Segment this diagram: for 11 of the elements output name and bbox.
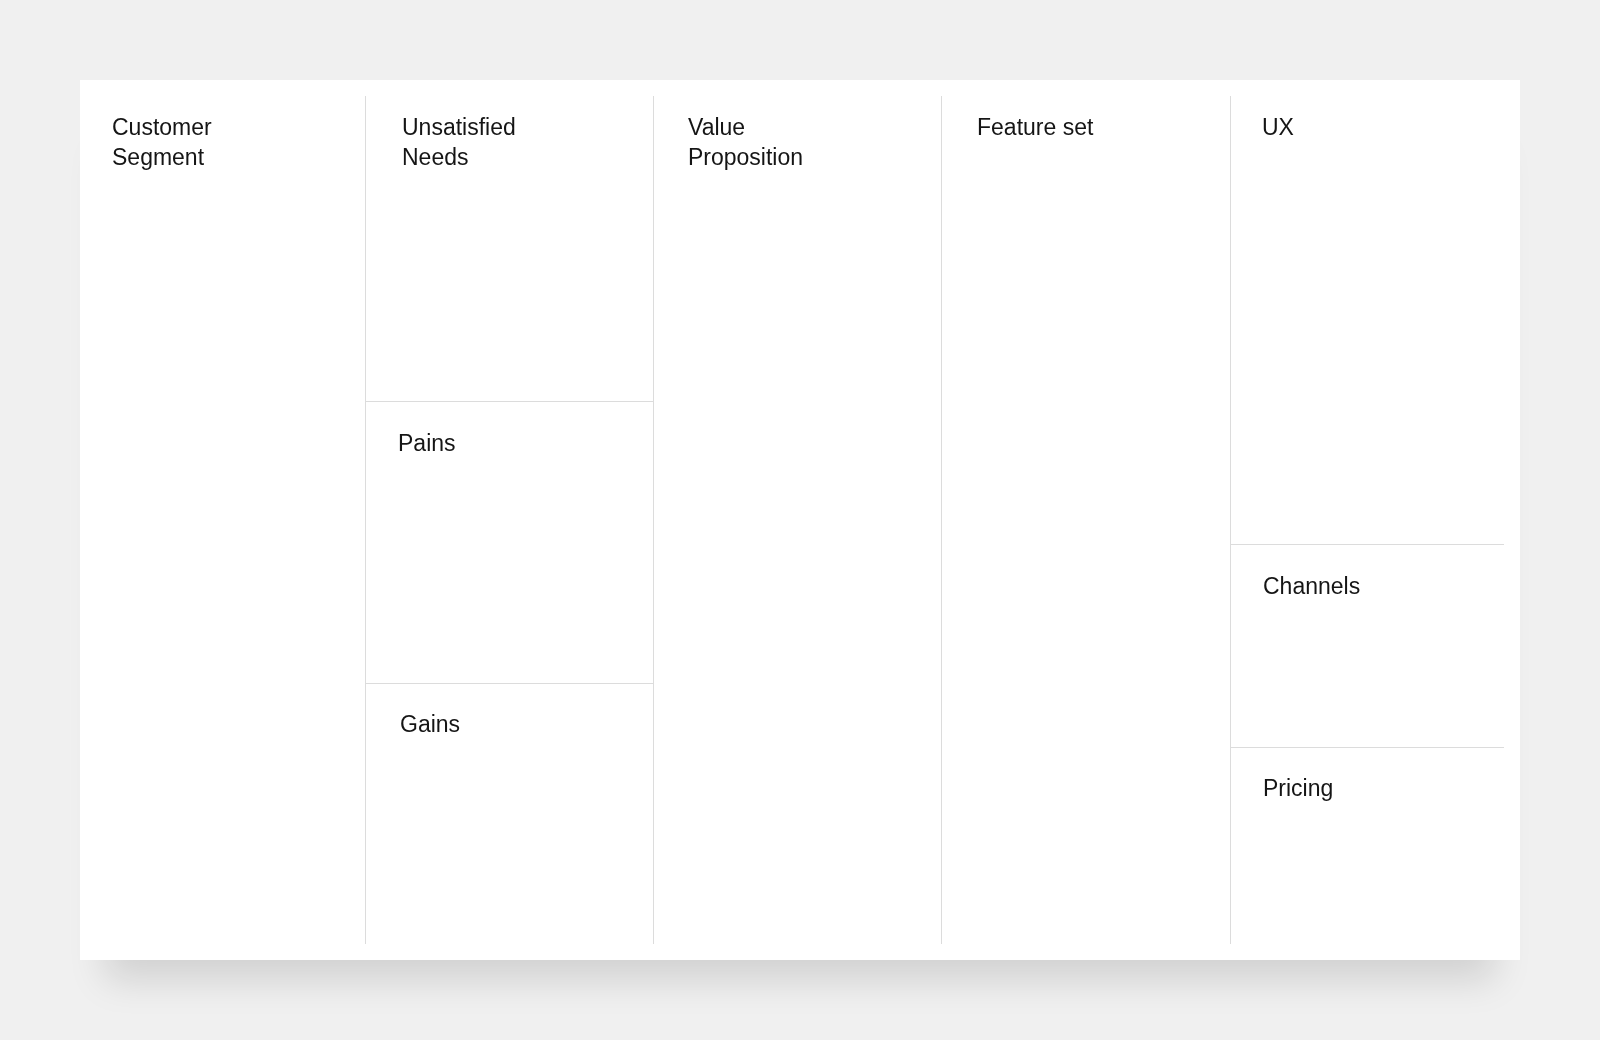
section-title: Pains xyxy=(398,429,456,458)
section-title: Value Proposition xyxy=(688,113,805,172)
section-title: Unsatisfied Needs xyxy=(402,113,517,172)
section-title: Channels xyxy=(1263,572,1361,601)
section-title: Customer Segment xyxy=(112,113,213,172)
section-title: Pricing xyxy=(1263,774,1334,803)
section-title: Gains xyxy=(400,710,461,739)
section-title: Feature set xyxy=(977,113,1094,142)
canvas-section xyxy=(366,401,654,683)
section-title: UX xyxy=(1262,113,1294,142)
canvas-section xyxy=(366,683,654,944)
